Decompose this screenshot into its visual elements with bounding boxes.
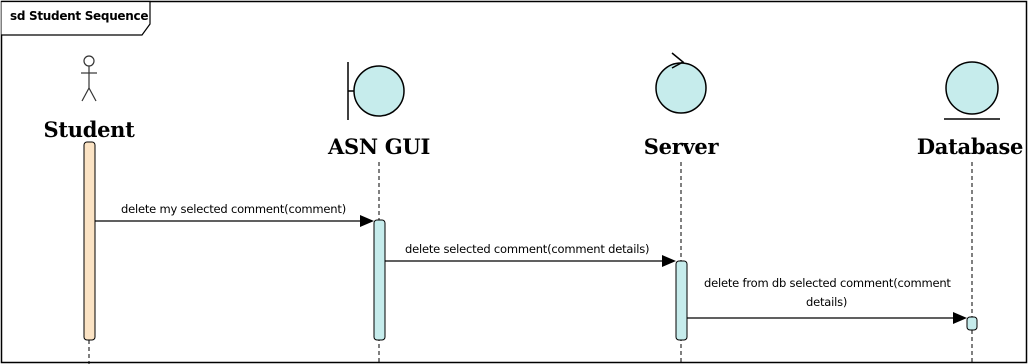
database-activation xyxy=(966,316,978,331)
frame-title: sd Student Sequence xyxy=(10,9,149,23)
message-label: delete my selected comment(comment) xyxy=(121,202,346,216)
actor-icon xyxy=(81,55,97,102)
frame-tag-box xyxy=(1,0,151,36)
message-label: details) xyxy=(806,295,848,309)
asn-gui-activation xyxy=(373,219,386,341)
control-icon xyxy=(655,52,707,114)
message-label: delete selected comment(comment details) xyxy=(405,242,650,256)
message-arrow xyxy=(95,215,374,227)
message-arrow xyxy=(385,255,676,267)
message-arrow xyxy=(687,312,967,324)
participant-name-server: Server xyxy=(643,134,719,159)
message-label: delete from db selected comment(comment xyxy=(704,276,951,290)
boundary-icon xyxy=(347,62,405,120)
student-activation xyxy=(83,141,96,341)
participant-name-student: Student xyxy=(43,117,135,142)
entity-icon xyxy=(944,61,1000,120)
server-activation xyxy=(675,260,688,341)
participant-name-asn-gui: ASN GUI xyxy=(328,134,430,159)
participant-name-database: Database xyxy=(916,134,1024,159)
